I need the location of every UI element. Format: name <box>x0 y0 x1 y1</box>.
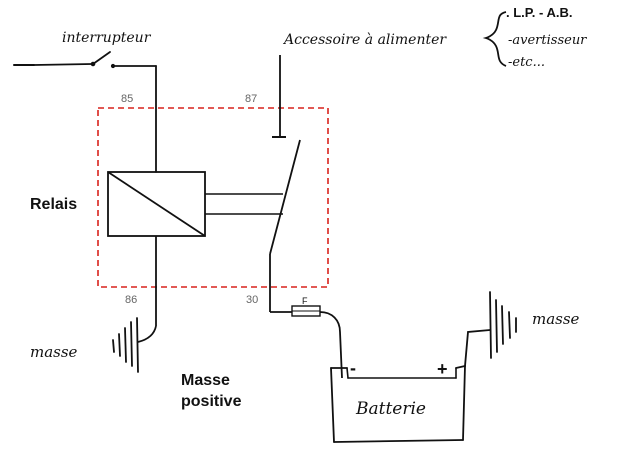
battery <box>330 329 491 443</box>
fuse <box>291 305 343 379</box>
masse-right-label: masse <box>532 310 580 328</box>
relay-mechanical-link <box>205 193 283 215</box>
list-item-avertisseur: -avertisseur <box>508 33 587 48</box>
list-brace <box>482 11 507 67</box>
ground-symbol-right <box>489 291 517 359</box>
switch-interrupteur <box>13 51 157 173</box>
masse-positive-label-2: positive <box>181 393 242 410</box>
list-item-etc: -etc... <box>508 55 545 70</box>
relais-label: Relais <box>30 196 77 213</box>
masse-left-label: masse <box>30 343 78 361</box>
terminal-30: 30 <box>246 294 258 306</box>
ground-symbol-left <box>112 317 139 373</box>
interrupteur-label: interrupteur <box>62 30 152 46</box>
coil-ground-wire <box>137 236 157 343</box>
batterie-label: Batterie <box>355 399 426 419</box>
accessoire-label: Accessoire à alimenter <box>282 32 447 48</box>
relay-coil <box>107 171 206 237</box>
masse-positive-label-1: Masse <box>181 372 230 389</box>
battery-minus-sign: - <box>350 358 356 378</box>
relay-boundary <box>97 107 329 288</box>
battery-plus-sign: + <box>437 359 448 379</box>
terminal-87: 87 <box>245 93 257 105</box>
terminal-85: 85 <box>121 93 133 105</box>
fuse-label: F <box>302 296 308 306</box>
terminal-86: 86 <box>125 294 137 306</box>
relay-contact <box>269 55 301 313</box>
list-item-lp-ab: . L.P. - A.B. <box>506 5 572 20</box>
